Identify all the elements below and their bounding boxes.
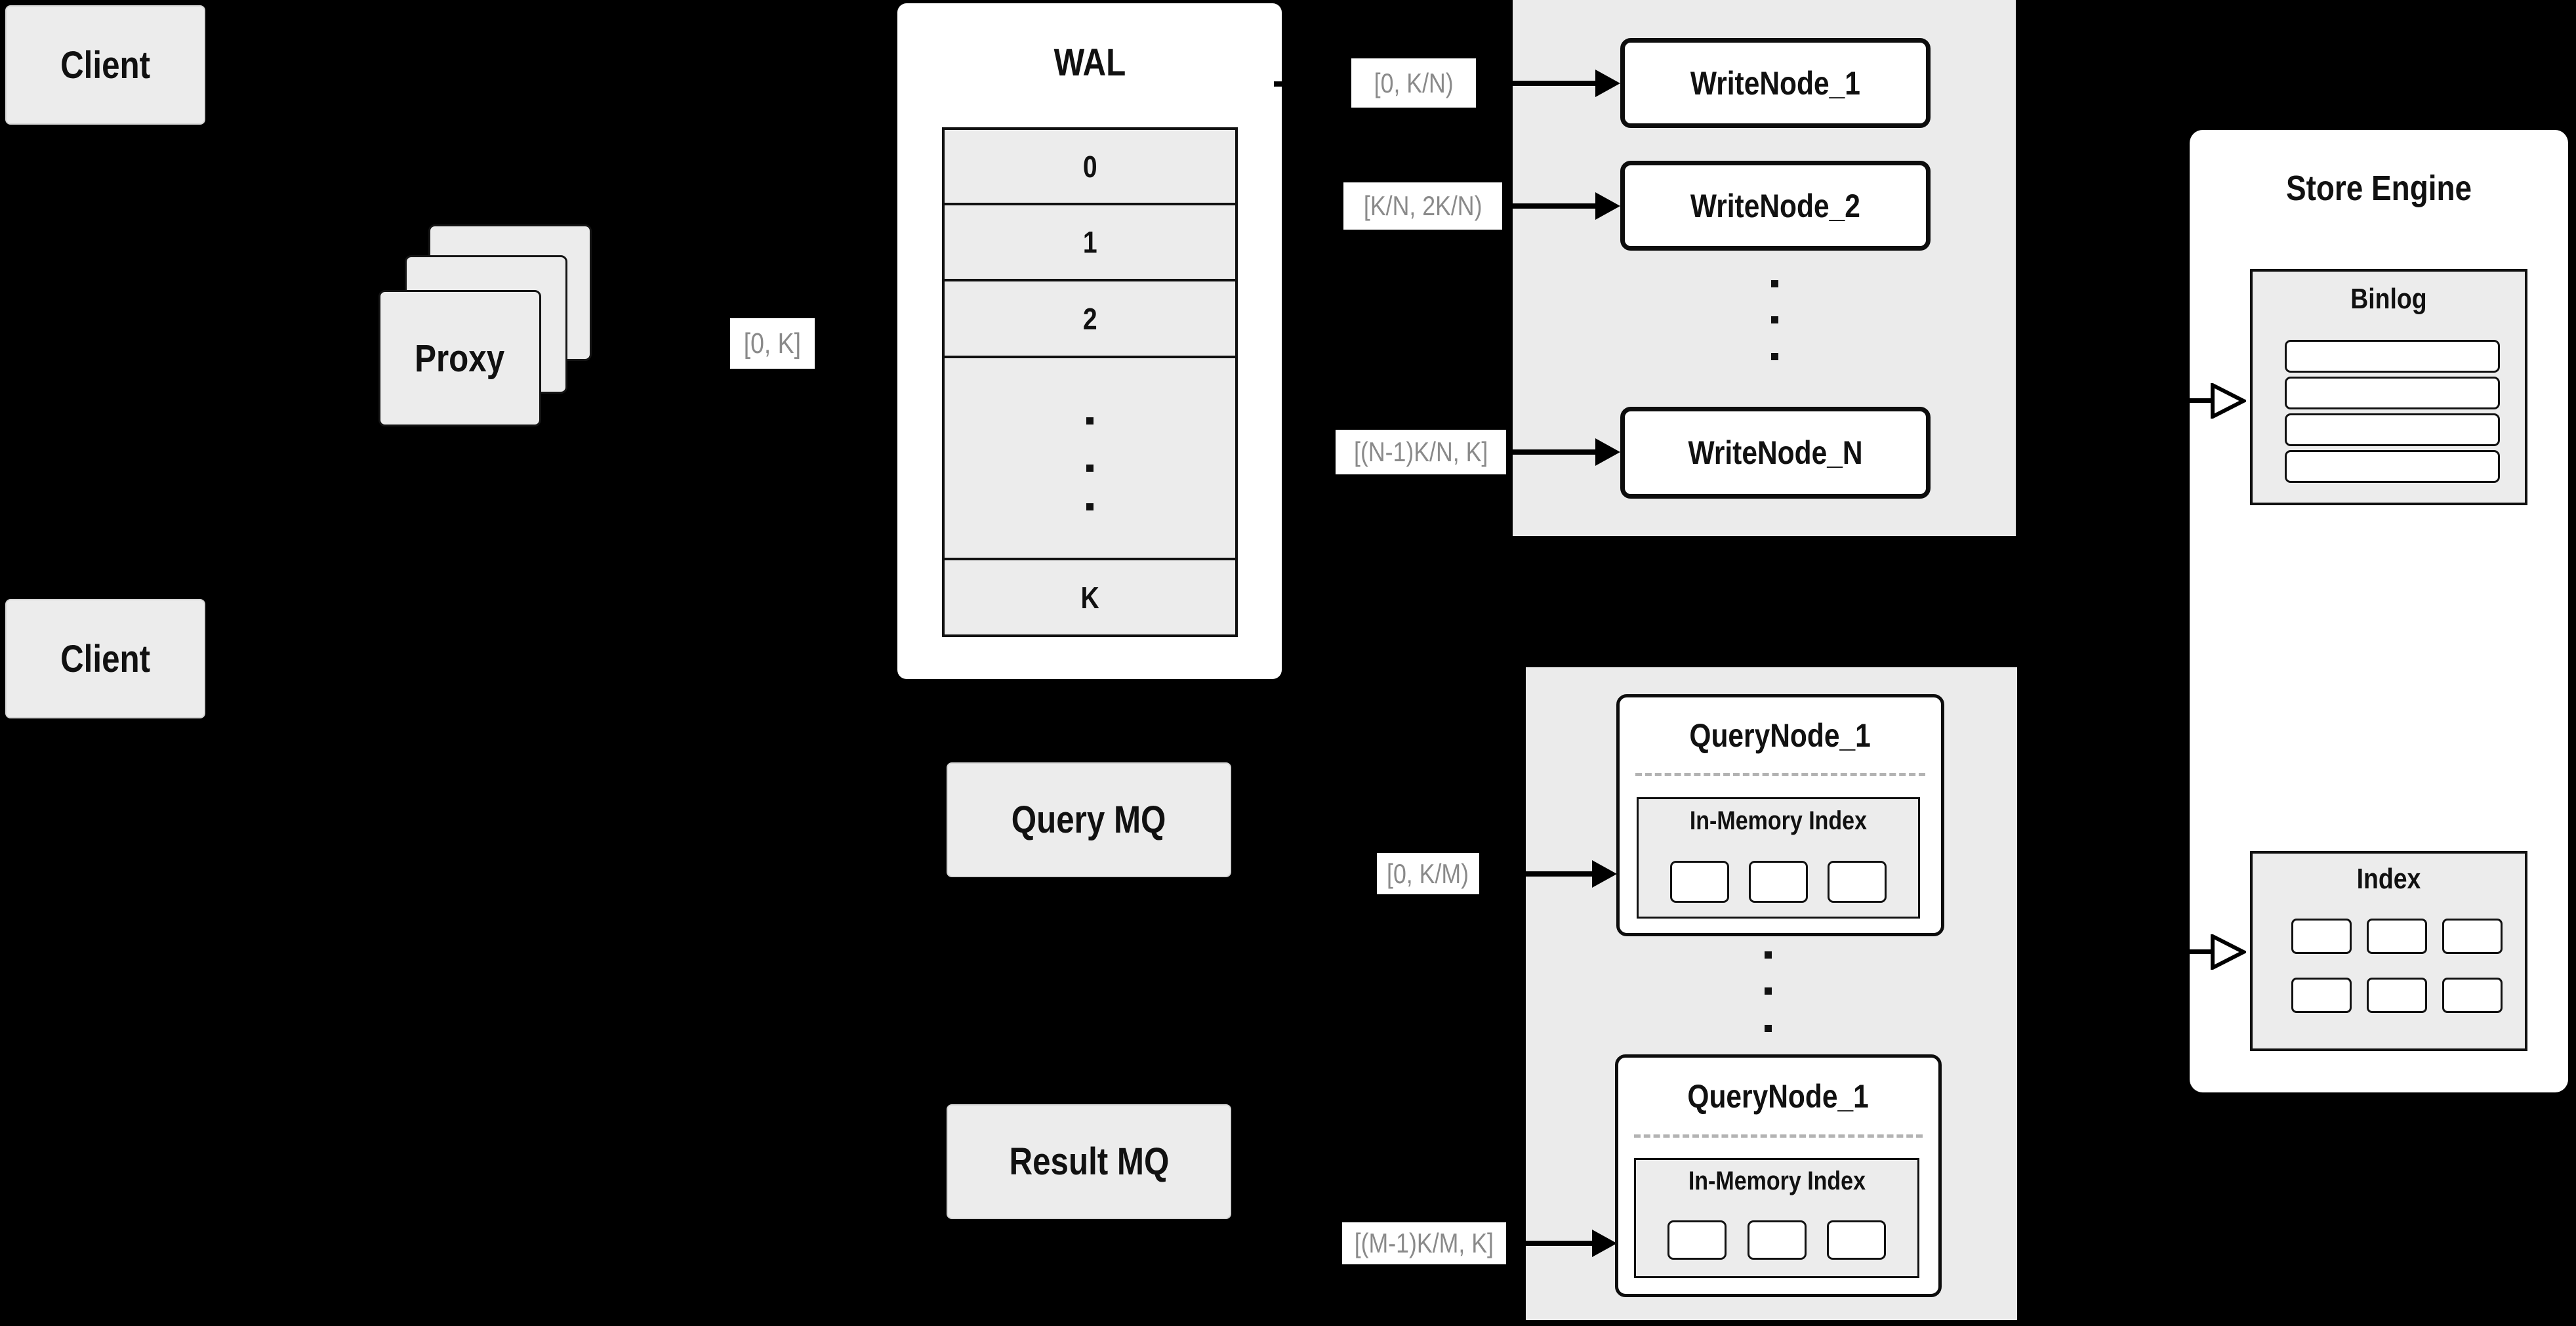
wal-ellipsis-dot: [1086, 417, 1094, 425]
in-memory-index-box-1: In-Memory Index: [1637, 797, 1920, 919]
arrow-line-writenode-2: [1503, 203, 1597, 209]
query-ellipsis-dot: [1765, 1025, 1772, 1032]
wal-row-0: 0: [945, 130, 1235, 205]
index-segment: [2291, 978, 2352, 1013]
client-box-top: Client: [5, 5, 205, 125]
proxy-card-front: Proxy: [378, 290, 541, 426]
wal-row-1: 1: [945, 205, 1235, 281]
range-label-querynode-1: [0, K/M): [1377, 853, 1479, 894]
index-title: Index: [2356, 863, 2421, 895]
wal-ellipsis-dot: [1086, 465, 1094, 472]
binlog-rows: [2285, 340, 2500, 483]
range-label-writenode-1: [0, K/N): [1351, 58, 1476, 108]
store-engine-title: Store Engine: [2285, 169, 2472, 208]
in-memory-index-title-1: In-Memory Index: [1689, 806, 1868, 835]
write-ellipsis-dot: [1771, 316, 1778, 323]
query-node-2-divider: [1634, 1134, 1923, 1138]
wal-row-2: 2: [945, 281, 1235, 358]
write-ellipsis-dot: [1771, 280, 1778, 287]
memory-segment: [1749, 861, 1808, 903]
memory-segment: [1670, 861, 1729, 903]
index-segment: [2367, 919, 2427, 954]
client-top-label: Client: [60, 43, 150, 87]
wal-out-arrow-stub: [1274, 81, 1282, 87]
in-memory-segments-2: [1667, 1220, 1886, 1260]
range-label-writenode-n: [(N-1)K/N, K]: [1336, 430, 1506, 474]
arrowhead-writenode-2: [1595, 192, 1620, 220]
wal-table: 0 1 2 K: [942, 127, 1238, 637]
wal-ellipsis-dot: [1086, 503, 1094, 510]
proxy-label: Proxy: [415, 337, 505, 380]
binlog-row: [2285, 340, 2500, 373]
range-label-writenode-2: [K/N, 2K/N): [1343, 182, 1502, 230]
arrow-line-querynode-1: [1481, 871, 1593, 877]
in-memory-segments-1: [1670, 861, 1887, 903]
arrowhead-writenode-n: [1595, 438, 1620, 466]
query-node-2-title: QueryNode_1: [1687, 1077, 1870, 1115]
memory-segment: [1747, 1220, 1807, 1260]
open-arrowhead-index: [2211, 934, 2246, 970]
arrow-line-binlog: [2136, 398, 2213, 403]
query-node-2: QueryNode_1 In-Memory Index: [1615, 1054, 1942, 1297]
range-label-querynode-2: [(M-1)K/M, K]: [1342, 1222, 1506, 1264]
query-node-1: QueryNode_1 In-Memory Index: [1616, 694, 1944, 936]
in-memory-index-title-2: In-Memory Index: [1688, 1166, 1866, 1195]
wal-row-ellipsis: [945, 358, 1235, 560]
arrow-line-querynode-2: [1507, 1241, 1593, 1246]
arrowhead-writenode-1: [1595, 70, 1620, 97]
index-segment: [2442, 978, 2503, 1013]
client-bottom-label: Client: [60, 637, 150, 680]
binlog-title: Binlog: [2350, 283, 2427, 315]
write-node-n: WriteNode_N: [1620, 407, 1931, 499]
write-ellipsis-dot: [1771, 353, 1778, 360]
query-node-1-title: QueryNode_1: [1689, 716, 1871, 754]
arrow-line-writenode-1: [1477, 81, 1597, 86]
query-node-1-divider: [1635, 773, 1925, 776]
binlog-row: [2285, 377, 2500, 409]
range-label-proxy-wal: [0, K]: [730, 318, 815, 369]
arrowhead-querynode-2: [1592, 1230, 1617, 1257]
binlog-row: [2285, 450, 2500, 483]
query-mq-box: Query MQ: [947, 762, 1231, 877]
binlog-row: [2285, 413, 2500, 446]
memory-segment: [1667, 1220, 1727, 1260]
arrow-line-writenode-n: [1507, 449, 1597, 455]
index-segment: [2367, 978, 2427, 1013]
memory-segment: [1827, 1220, 1886, 1260]
index-squares-row-2: [2291, 978, 2503, 1013]
write-node-1: WriteNode_1: [1620, 38, 1931, 128]
query-ellipsis-dot: [1765, 987, 1772, 995]
result-mq-box: Result MQ: [947, 1104, 1231, 1219]
index-segment: [2442, 919, 2503, 954]
wal-title: WAL: [1053, 41, 1126, 84]
wal-row-k: K: [945, 560, 1235, 634]
arrowhead-querynode-1: [1592, 860, 1617, 888]
query-ellipsis-dot: [1765, 951, 1772, 959]
arrow-line-index: [2136, 949, 2213, 954]
client-box-bottom: Client: [5, 599, 205, 718]
open-arrowhead-binlog: [2211, 383, 2246, 419]
memory-segment: [1828, 861, 1887, 903]
in-memory-index-box-2: In-Memory Index: [1634, 1158, 1919, 1278]
write-node-2: WriteNode_2: [1620, 161, 1931, 251]
index-segment: [2291, 919, 2352, 954]
index-squares-row-1: [2291, 919, 2503, 954]
